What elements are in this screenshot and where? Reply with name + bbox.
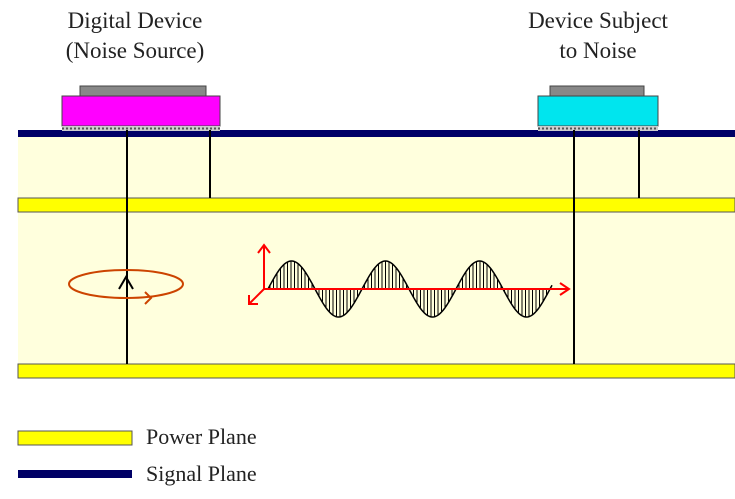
victim-device-label-line2: to Noise bbox=[559, 38, 637, 63]
signal-plane-swatch bbox=[18, 470, 132, 478]
current-loop-icon bbox=[68, 269, 184, 305]
signal-plane-top bbox=[18, 130, 735, 137]
victim-device-label: Device Subject to Noise bbox=[478, 6, 718, 66]
victim-device-label-line1: Device Subject bbox=[528, 8, 668, 33]
noise-source-label-line2: (Noise Source) bbox=[65, 38, 205, 63]
legend-power-plane-label: Power Plane bbox=[146, 424, 257, 449]
field-axes-icon bbox=[248, 243, 571, 305]
dielectric-upper bbox=[18, 136, 735, 198]
victim-chip bbox=[537, 85, 659, 131]
noise-source-label-line1: Digital Device bbox=[67, 8, 203, 33]
legend-signal-plane-label: Signal Plane bbox=[146, 461, 257, 486]
noise-source-label: Digital Device (Noise Source) bbox=[20, 6, 250, 66]
power-plane-upper bbox=[17, 197, 735, 213]
power-plane-lower bbox=[17, 363, 735, 379]
power-plane-swatch bbox=[17, 430, 133, 446]
noise-source-chip bbox=[61, 85, 221, 131]
